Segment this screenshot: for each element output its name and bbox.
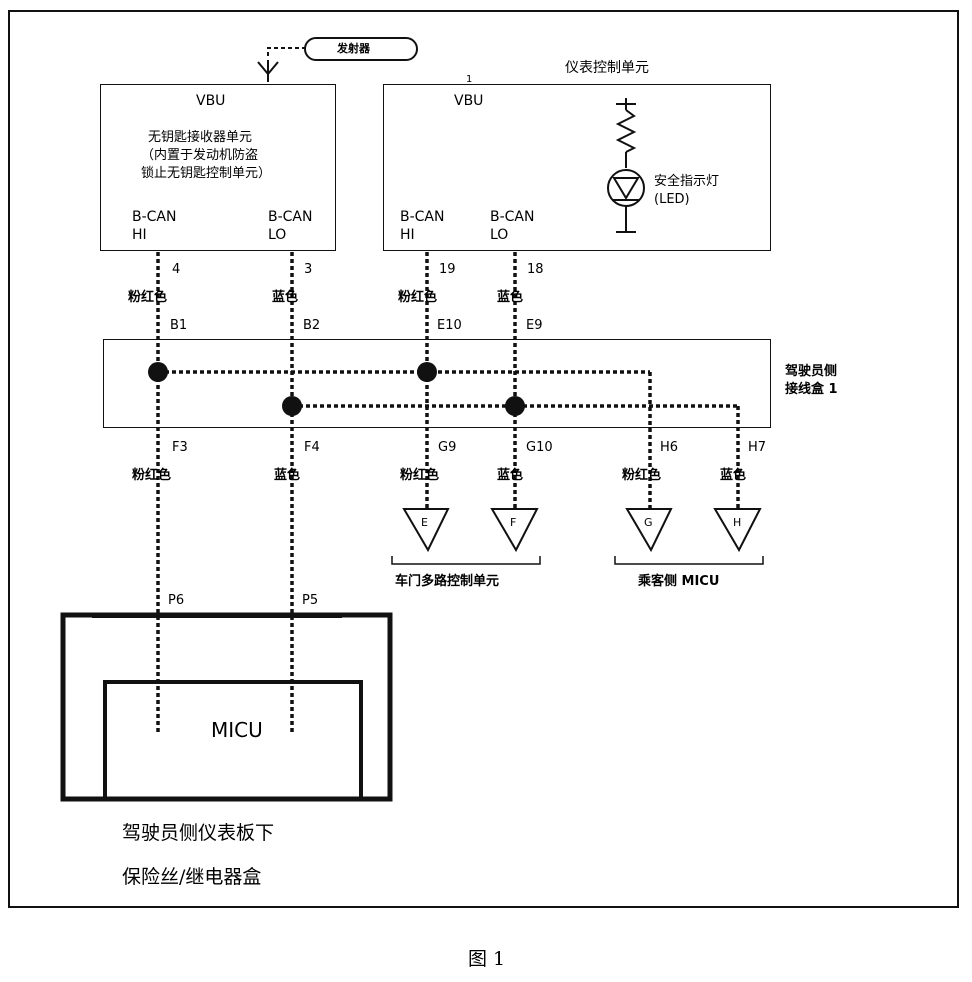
terminal-f-icon [490,508,539,553]
wire-color-top-1: 粉红色 [128,290,168,305]
connector-e10: E10 [437,318,462,333]
wire-color-bottom-5: 粉红色 [622,468,662,483]
pin-num-19: 19 [439,262,456,277]
terminal-h-label: H [733,516,742,529]
splice-e10 [417,362,437,382]
terminal-g-icon [625,508,673,553]
pin-num-18: 18 [527,262,544,277]
splice-e9 [505,396,525,416]
pin-p6: P6 [168,593,185,608]
antenna-icon [257,60,279,82]
brace-door [391,556,541,565]
pin-label-right-lo2: LO [490,227,509,243]
wire-color-bottom-4: 蓝色 [497,468,524,483]
terminal-g-label: G [644,516,653,529]
module-right-name: VBU [454,93,484,109]
connector-b2: B2 [303,318,321,333]
pin-num-4: 4 [172,262,181,277]
pin-label-left-hi2: HI [132,227,147,243]
connector-f3: F3 [172,440,188,455]
splice-b1 [148,362,168,382]
terminal-f-label: F [510,516,517,529]
module-left-desc3: 锁止无钥匙控制单元） [141,166,272,181]
pin-label-left-lo2: LO [268,227,287,243]
module-right-box [383,84,771,251]
fusebox-outline [60,612,393,802]
figure-caption: 图 1 [468,948,506,970]
pin-p5: P5 [302,593,319,608]
group-passenger-label: 乘客侧 MICU [638,574,720,589]
connector-b1: B1 [170,318,188,333]
junction-label2: 接线盒 1 [785,382,838,397]
connector-e9: E9 [526,318,543,333]
pin-label-left-lo: B-CAN [268,209,313,225]
wire-color-top-2: 蓝色 [272,290,299,305]
module-left-box [100,84,336,251]
wire-color-bottom-6: 蓝色 [720,468,747,483]
lamp-label: 安全指示灯 [654,174,720,189]
lamp-label-led: (LED) [654,192,690,207]
terminal-e-icon [402,508,450,553]
fusebox-label-line2: 保险丝/继电器盒 [122,866,262,888]
micu-label: MICU [211,718,263,742]
micu-outline [103,680,363,801]
fusebox-label-line1: 驾驶员侧仪表板下 [122,822,275,844]
transmitter-box [304,37,418,61]
antenna-link [267,47,305,56]
module-left-desc2: （内置于发动机防盗 [141,148,259,163]
brace-passenger [614,556,764,565]
group-door-label: 车门多路控制单元 [395,574,500,589]
wire-color-bottom-1: 粉红色 [132,468,172,483]
junction-label1: 驾驶员侧 [785,364,838,379]
pin-label-right-lo: B-CAN [490,209,535,225]
connector-g9: G9 [438,440,457,455]
diagram-frame [8,10,959,908]
terminal-e-label: E [421,516,428,529]
pin-label-right-hi: B-CAN [400,209,445,225]
junction-box [103,339,771,428]
wire-color-top-4: 蓝色 [497,290,524,305]
transmitter-label: 发射器 [337,42,370,55]
pin-label-right-hi2: HI [400,227,415,243]
connector-h7: H7 [748,440,767,455]
connector-h6: H6 [660,440,679,455]
pin-num-3: 3 [304,262,313,277]
connector-g10: G10 [526,440,553,455]
module-left-desc1: 无钥匙接收器单元 [148,130,253,145]
module-right-mark: 1 [466,74,473,85]
led-icon [607,98,645,233]
connector-f4: F4 [304,440,320,455]
pin-label-left-hi: B-CAN [132,209,177,225]
wire-color-bottom-2: 蓝色 [274,468,301,483]
module-right-title: 仪表控制单元 [565,60,649,76]
wire-color-bottom-3: 粉红色 [400,468,440,483]
terminal-h-icon [713,508,762,553]
module-left-name: VBU [196,93,226,109]
wire-color-top-3: 粉红色 [398,290,438,305]
splice-b2 [282,396,302,416]
